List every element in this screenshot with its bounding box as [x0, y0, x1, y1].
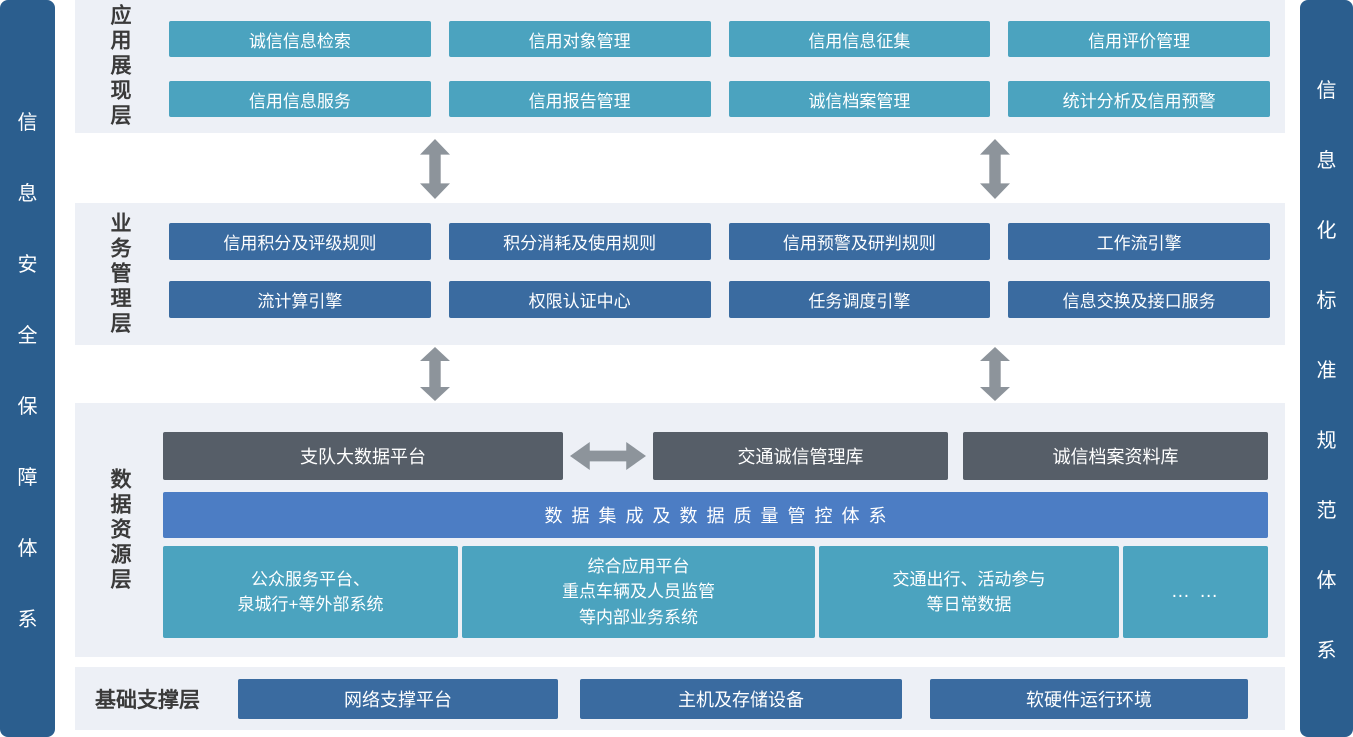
foundation-boxes: 网络支撑平台 主机及存储设备 软硬件运行环境 [238, 678, 1248, 719]
pillar-char: 信 [17, 111, 38, 134]
module-box: 统计分析及信用预警 [1008, 81, 1270, 117]
module-box: 信用评价管理 [1008, 21, 1270, 57]
module-box: 信用预警及研判规则 [728, 223, 991, 260]
module-box: 工作流引擎 [1008, 223, 1270, 260]
module-box: 信用对象管理 [448, 21, 711, 57]
pillar-char: 全 [17, 324, 38, 347]
arrow-zone [75, 345, 1285, 403]
layer-title-zone: 数据资源层 [75, 403, 163, 657]
pillar-char: 体 [1316, 570, 1337, 592]
module-box: 积分消耗及使用规则 [448, 223, 711, 260]
layer-title-zone: 业务管理层 [75, 203, 163, 345]
pillar-char: 安 [17, 253, 38, 276]
layer-title-zone: 应用展现层 [75, 0, 163, 133]
database-row: 支队大数据平台 交通诚信管理库 诚信档案资料库 [163, 432, 1268, 480]
module-box: 流计算引擎 [169, 281, 431, 318]
right-pillar-standards-system: 信 息 化 标 准 规 范 体 系 [1300, 0, 1353, 737]
pillar-char: 规 [1316, 430, 1337, 452]
pillar-char: 范 [1316, 500, 1337, 522]
pillar-char: 标 [1316, 290, 1337, 312]
module-box: 信息交换及接口服务 [1008, 281, 1270, 318]
foundation-box: 网络支撑平台 [238, 678, 558, 719]
module-box: 诚信档案管理 [728, 81, 991, 117]
data-integration-bar: 数据集成及数据质量管控体系 [163, 492, 1268, 538]
pillar-char: 息 [1316, 150, 1337, 172]
layer-title-business: 业务管理层 [108, 211, 131, 337]
pillar-char: 系 [1316, 640, 1337, 662]
layer-data-resources: 数据资源层 支队大数据平台 交通诚信管理库 诚信档案资料库 数据集成及数据质量管… [75, 403, 1285, 657]
database-box: 支队大数据平台 [163, 432, 563, 480]
data-source-box: 综合应用平台 重点车辆及人员监管 等内部业务系统 [462, 546, 815, 638]
pillar-char: 准 [1316, 360, 1337, 382]
diagram-main-area: 应用展现层 诚信信息检索 信用对象管理 信用信息征集 信用评价管理 信用信息服务… [75, 0, 1285, 737]
pillar-char: 系 [17, 608, 38, 631]
double-arrow-vertical-icon [980, 347, 1010, 401]
module-box: 任务调度引擎 [728, 281, 991, 318]
module-box: 信用报告管理 [448, 81, 711, 117]
left-pillar-info-security-system: 信 息 安 全 保 障 体 系 [0, 0, 55, 737]
pillar-char: 化 [1316, 220, 1337, 242]
database-box: 诚信档案资料库 [963, 432, 1268, 480]
database-box: 交通诚信管理库 [653, 432, 948, 480]
pillar-char: 保 [17, 395, 38, 418]
arrow-gap [563, 442, 653, 470]
module-box: 信用信息征集 [728, 21, 991, 57]
data-source-box: 公众服务平台、 泉城行+等外部系统 [163, 546, 458, 638]
pillar-char: 息 [17, 182, 38, 205]
data-source-box: 交通出行、活动参与 等日常数据 [819, 546, 1119, 638]
layer-title-data: 数据资源层 [108, 467, 131, 593]
pillar-char: 障 [17, 466, 38, 489]
module-box: 信用积分及评级规则 [169, 223, 431, 260]
module-box: 诚信信息检索 [169, 21, 431, 57]
foundation-box: 主机及存储设备 [580, 678, 902, 719]
data-layer-content: 支队大数据平台 交通诚信管理库 诚信档案资料库 数据集成及数据质量管控体系 公众… [163, 403, 1268, 657]
double-arrow-vertical-icon [980, 139, 1010, 199]
pillar-char: 体 [17, 537, 38, 560]
module-box: 权限认证中心 [448, 281, 711, 318]
pillar-char: 信 [1316, 80, 1337, 102]
layer-title-app: 应用展现层 [108, 4, 131, 129]
layer-app-presentation: 应用展现层 诚信信息检索 信用对象管理 信用信息征集 信用评价管理 信用信息服务… [75, 0, 1285, 133]
arrow-zone [75, 133, 1285, 203]
app-modules-grid: 诚信信息检索 信用对象管理 信用信息征集 信用评价管理 信用信息服务 信用报告管… [169, 21, 1270, 133]
layer-foundation-support: 基础支撑层 网络支撑平台 主机及存储设备 软硬件运行环境 [75, 667, 1285, 730]
data-source-box-ellipsis: … … [1123, 546, 1268, 638]
double-arrow-horizontal-icon [570, 442, 646, 470]
business-modules-grid: 信用积分及评级规则 积分消耗及使用规则 信用预警及研判规则 工作流引擎 流计算引… [169, 223, 1270, 345]
double-arrow-vertical-icon [420, 139, 450, 199]
layer-title-foundation: 基础支撑层 [95, 688, 200, 712]
module-box: 信用信息服务 [169, 81, 431, 117]
double-arrow-vertical-icon [420, 347, 450, 401]
foundation-box: 软硬件运行环境 [930, 678, 1248, 719]
layer-business-management: 业务管理层 信用积分及评级规则 积分消耗及使用规则 信用预警及研判规则 工作流引… [75, 203, 1285, 345]
data-sources-row: 公众服务平台、 泉城行+等外部系统 综合应用平台 重点车辆及人员监管 等内部业务… [163, 546, 1268, 638]
